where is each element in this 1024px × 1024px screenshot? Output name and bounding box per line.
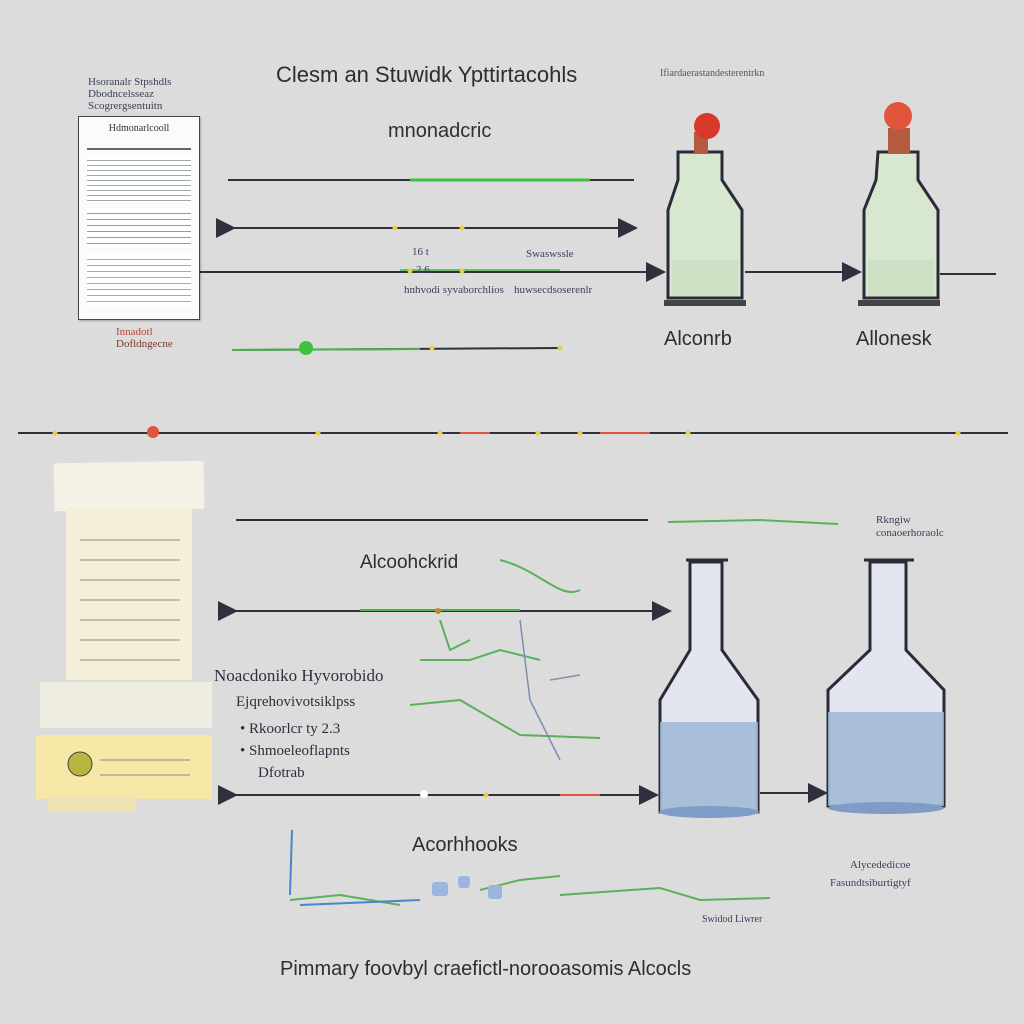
top-right-note: Ifiardaerastandesterentrkn xyxy=(660,68,765,79)
note-line: Fasundtsiburtigtyf xyxy=(830,877,911,889)
paper-stack xyxy=(36,460,212,812)
bottle-2 xyxy=(858,102,940,306)
mid-label: 16 t xyxy=(412,246,429,258)
list-subheading: Ejqrehovivotsiklpss xyxy=(236,694,356,710)
note-line: Hsoranalr Stpshdls xyxy=(88,76,172,88)
note-line: Dbodncelsseaz xyxy=(88,88,154,100)
note-line: Scogrergsentuitn xyxy=(88,100,163,112)
list-item: • Shmoeleoflapnts xyxy=(240,743,350,759)
caption-line: Innadotl xyxy=(116,326,153,338)
list-item-text: Dfotrab xyxy=(258,765,305,781)
page-subtitle: mnonadcric xyxy=(388,120,492,142)
note-line: conaoerhoraolc xyxy=(876,527,944,539)
doc-caption: Innadotl Dofldngecne xyxy=(116,326,173,350)
bottle-1 xyxy=(664,113,746,306)
page-title: Clesm an Stuwidk Ypttirtacohls xyxy=(276,62,578,87)
mid-label: hnhvodi syvaborchlios xyxy=(404,284,504,296)
list-item: • Rkoorlcr ty 2.3 xyxy=(240,721,341,737)
note-line: Alycededicoe xyxy=(850,859,911,871)
flask-1 xyxy=(658,558,760,818)
red-dot xyxy=(147,426,159,438)
top-left-note: Hsoranalr Stpshdls Dbodncelsseaz Scogrer… xyxy=(88,76,171,112)
green-dot xyxy=(299,341,313,355)
molecule-sketch-1 xyxy=(409,559,601,739)
footer-title: Pimmary foovbyl craefictl-norooasomis Al… xyxy=(280,958,692,980)
bottle-label: Allonesk xyxy=(856,328,932,350)
mid-label: 2.6 xyxy=(416,264,430,276)
lower-label: Acorhhooks xyxy=(412,834,518,856)
list-item: Dfotrab xyxy=(240,762,350,784)
mid-label: Swaswssle xyxy=(526,248,574,260)
list-heading: Noacdoniko Hyvorobido xyxy=(214,666,384,685)
list-item-text: Rkoorlcr ty 2.3 xyxy=(249,721,341,737)
document-sheet: Hdmonarlcooll xyxy=(78,116,200,320)
note-line: Rkngiw xyxy=(876,514,911,526)
caption-line: Dofldngecne xyxy=(116,338,173,350)
section-note: Rkngiw conaoerhoraolc xyxy=(876,514,944,540)
flask-2 xyxy=(826,558,946,814)
bullet-list: • Rkoorlcr ty 2.3 • Shmoeleoflapnts Dfot… xyxy=(240,718,350,784)
bottle-label: Alconrb xyxy=(664,328,732,350)
lower-right-note: Alycededicoe Fasundtsiburtigtyf xyxy=(830,856,911,892)
lower-small-note: Swidod Liwrer xyxy=(702,914,763,925)
document-title: Hdmonarlcooll xyxy=(108,123,170,134)
molecule-sketch-2 xyxy=(289,875,771,906)
mid-label: huwsecdsoserenlr xyxy=(514,284,593,296)
section-label: Alcoohckrid xyxy=(360,552,459,573)
list-item-text: Shmoeleoflapnts xyxy=(249,743,350,759)
